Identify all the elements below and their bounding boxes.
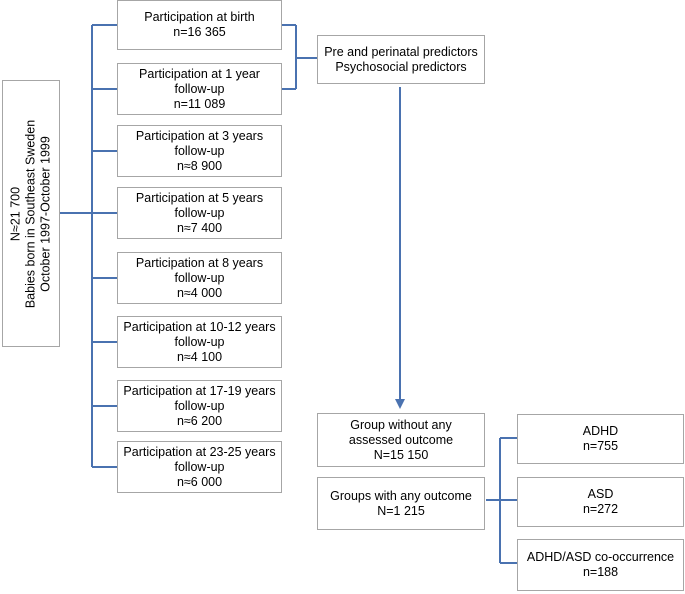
predictors-line-2: Psychosocial predictors (335, 59, 467, 74)
wave-sublabel: follow-up (174, 81, 225, 96)
wave-box-3-years: Participation at 3 years follow-up n≈8 9… (117, 125, 282, 177)
wave-count: n≈7 400 (176, 220, 223, 235)
group-count: N=1 215 (377, 503, 425, 518)
group-box-any-outcome: Groups with any outcome N=1 215 (317, 477, 485, 530)
wave-count: n≈4 100 (176, 349, 223, 364)
wave-label: Participation at birth (144, 10, 255, 24)
wave-box-17-19-years: Participation at 17-19 years follow-up n… (117, 380, 282, 432)
wave-box-5-years: Participation at 5 years follow-up n≈7 4… (117, 187, 282, 239)
wave-count: n=16 365 (173, 25, 226, 39)
wave-sublabel: follow-up (174, 143, 225, 158)
wave-box-10-12-years: Participation at 10-12 years follow-up n… (117, 316, 282, 368)
group-count: N=15 150 (373, 447, 429, 462)
wave-sublabel: follow-up (174, 205, 225, 220)
group-sublabel: assessed outcome (348, 432, 454, 447)
predictors-line-1: Pre and perinatal predictors (324, 44, 478, 59)
wave-box-23-25-years: Participation at 23-25 years follow-up n… (117, 441, 282, 493)
root-cohort-text: N≈21 700 Babies born in Southeast Sweden… (9, 119, 54, 307)
predictors-box: Pre and perinatal predictors Psychosocia… (317, 35, 485, 84)
outcome-box-adhd: ADHD n=755 (517, 414, 684, 464)
group-label: Groups with any outcome (330, 488, 472, 503)
wave-count: n≈4 000 (176, 285, 223, 300)
outcome-label: ADHD/ASD co-occurrence (526, 550, 675, 564)
wave-sublabel: follow-up (174, 398, 225, 413)
wave-label: Participation at 10-12 years (123, 319, 276, 334)
outcome-count: n=272 (582, 502, 619, 516)
group-label: Group without any (350, 417, 452, 432)
outcome-box-co-occurrence: ADHD/ASD co-occurrence n=188 (517, 539, 684, 591)
wave-count: n≈6 000 (176, 474, 223, 489)
wave-label: Participation at 5 years (135, 190, 264, 205)
wave-label: Participation at 1 year (139, 66, 260, 81)
outcome-label: ASD (587, 487, 614, 501)
outcome-count: n=755 (582, 439, 619, 453)
wave-sublabel: follow-up (174, 459, 225, 474)
wave-label: Participation at 3 years (135, 128, 264, 143)
root-line-1: N≈21 700 (8, 186, 23, 241)
wave-sublabel: follow-up (174, 270, 225, 285)
outcome-label: ADHD (582, 424, 619, 438)
wave-count: n≈8 900 (176, 158, 223, 173)
wave-sublabel: follow-up (174, 334, 225, 349)
outcome-count: n=188 (582, 565, 619, 579)
root-line-3: October 1997-October 1999 (38, 135, 53, 292)
root-line-2: Babies born in Southeast Sweden (23, 119, 38, 308)
group-box-no-outcome: Group without any assessed outcome N=15 … (317, 413, 485, 467)
wave-box-1-year: Participation at 1 year follow-up n=11 0… (117, 63, 282, 115)
wave-count: n=11 089 (173, 96, 226, 111)
wave-label: Participation at 23-25 years (123, 444, 276, 459)
outcome-box-asd: ASD n=272 (517, 477, 684, 527)
wave-count: n≈6 200 (176, 413, 223, 428)
wave-label: Participation at 8 years (135, 255, 264, 270)
wave-label: Participation at 17-19 years (123, 383, 276, 398)
wave-box-8-years: Participation at 8 years follow-up n≈4 0… (117, 252, 282, 304)
root-cohort-box: N≈21 700 Babies born in Southeast Sweden… (2, 80, 60, 347)
wave-box-birth: Participation at birth n=16 365 (117, 0, 282, 50)
